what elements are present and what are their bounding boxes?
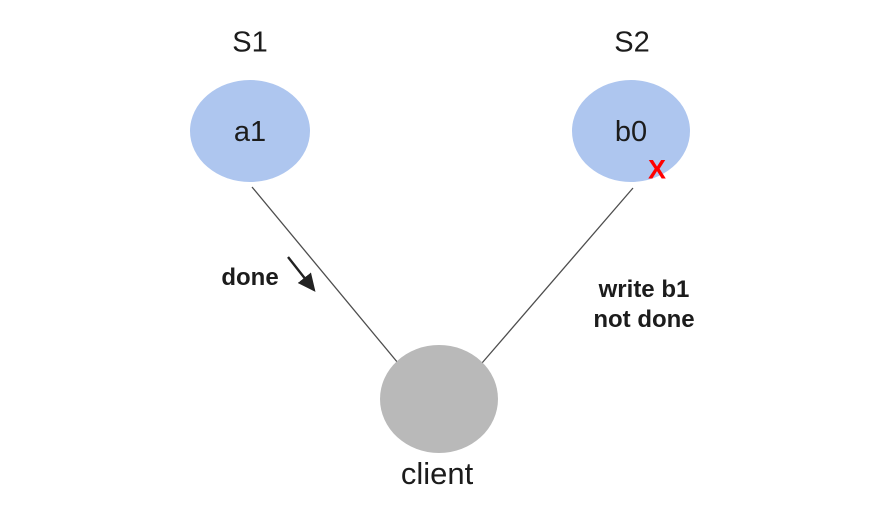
write-failure-x-mark: X bbox=[647, 154, 667, 185]
right-edge-label: write b1 not done bbox=[593, 275, 694, 335]
server2-value: b0 bbox=[614, 115, 648, 148]
server2-node: b0 bbox=[572, 80, 690, 182]
client-title: client bbox=[400, 456, 474, 491]
server1-value: a1 bbox=[233, 115, 267, 148]
edge-s1-client bbox=[251, 186, 399, 364]
server1-node: a1 bbox=[190, 80, 310, 182]
server2-title: S2 bbox=[614, 26, 650, 59]
right-edge-label-line2: not done bbox=[593, 306, 695, 333]
edge-s2-client bbox=[481, 187, 634, 364]
client-node bbox=[380, 345, 498, 453]
server1-title: S1 bbox=[232, 26, 268, 59]
left-edge-label: done bbox=[221, 264, 279, 291]
right-edge-label-line1: write b1 bbox=[598, 276, 690, 303]
done-direction-arrow-icon bbox=[287, 256, 316, 292]
